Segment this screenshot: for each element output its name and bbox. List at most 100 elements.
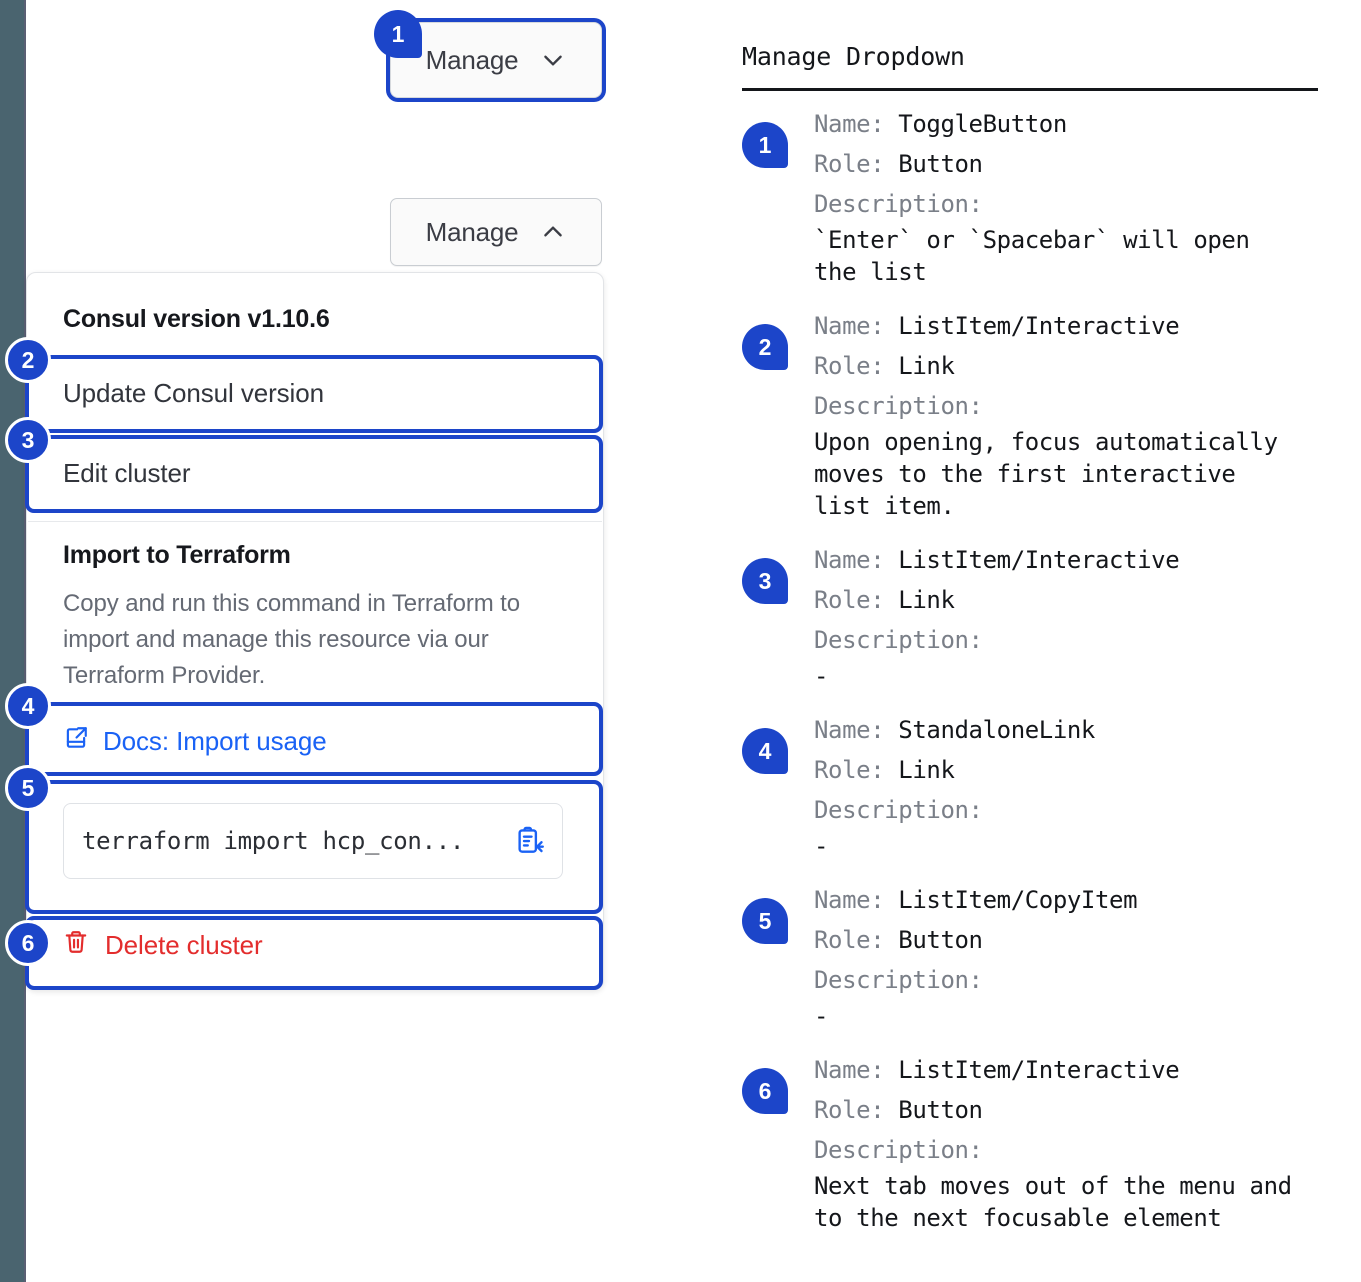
legend-badge-wrap: 3 xyxy=(742,540,814,604)
menu-item-update-consul-version[interactable]: Update Consul version xyxy=(63,378,324,408)
chevron-up-icon xyxy=(540,219,566,245)
legend-description-value: - xyxy=(814,1002,829,1030)
import-to-terraform-description: Copy and run this command in Terraform t… xyxy=(63,590,520,689)
legend-role-label-row: Role: Link xyxy=(814,346,1342,386)
docs-import-usage-label: Docs: Import usage xyxy=(103,726,327,756)
legend-name-label-row: Name: ListItem/Interactive xyxy=(814,1050,1342,1090)
legend-divider xyxy=(742,88,1318,91)
legend-name-label-row: Name: ListItem/CopyItem xyxy=(814,880,1342,920)
legend-role-label-row: Role: Link xyxy=(814,580,1342,620)
legend-name-label: Name: xyxy=(814,1056,899,1084)
legend-description-label: Description: xyxy=(814,392,983,420)
legend-role-label: Role: xyxy=(814,150,899,178)
legend-badge-wrap: 1 xyxy=(742,104,814,168)
legend-name-label-row: Name: ToggleButton xyxy=(814,104,1342,144)
legend-description-value: `Enter` or `Spacebar` will open the list xyxy=(814,226,1250,286)
legend-role-label: Role: xyxy=(814,926,899,954)
manage-toggle-button-closed[interactable]: Manage xyxy=(390,22,602,98)
terraform-import-command-box[interactable]: terraform import hcp_con... xyxy=(63,803,563,879)
manage-toggle-label-open: Manage xyxy=(425,216,519,247)
legend-description-value: Upon opening, focus automatically moves … xyxy=(814,428,1278,520)
terraform-import-command-text: terraform import hcp_con... xyxy=(82,827,465,855)
legend-description-label: Description: xyxy=(814,1136,983,1164)
legend-role-label-row: Role: Link xyxy=(814,750,1342,790)
legend-name-value: ListItem/Interactive xyxy=(898,546,1180,574)
legend-role-label: Role: xyxy=(814,756,899,784)
legend-role-label: Role: xyxy=(814,352,899,380)
marker-badge-2: 2 xyxy=(5,337,51,383)
legend-marker-badge-6: 6 xyxy=(742,1068,788,1114)
legend-description-value: - xyxy=(814,832,829,860)
legend-name-label: Name: xyxy=(814,110,899,138)
delete-cluster-label: Delete cluster xyxy=(105,930,263,960)
legend-name-label: Name: xyxy=(814,716,899,744)
marker-badge-5: 5 xyxy=(5,765,51,811)
legend-marker-badge-3: 3 xyxy=(742,558,788,604)
legend-role-value: Link xyxy=(898,756,955,784)
legend-name-label-row: Name: StandaloneLink xyxy=(814,710,1342,750)
marker-badge-1: 1 xyxy=(374,10,422,58)
legend-badge-wrap: 4 xyxy=(742,710,814,774)
legend-role-label-row: Role: Button xyxy=(814,920,1342,960)
manage-dropdown-panel: Consul version v1.10.6 Update Consul ver… xyxy=(26,272,604,990)
dropdown-demo-column: Manage Manage Consul version v1.10.6 Upd… xyxy=(0,0,660,1282)
marker-badge-3: 3 xyxy=(5,417,51,463)
legend-title: Manage Dropdown xyxy=(742,42,965,71)
legend-name-label: Name: xyxy=(814,312,899,340)
menu-item-delete-cluster[interactable]: Delete cluster xyxy=(63,928,263,963)
legend-description-label: Description: xyxy=(814,796,983,824)
menu-divider xyxy=(28,521,602,522)
legend-role-label-row: Role: Button xyxy=(814,144,1342,184)
manage-toggle-label: Manage xyxy=(425,44,519,75)
legend-name-value: ListItem/CopyItem xyxy=(898,886,1138,914)
legend-name-label: Name: xyxy=(814,546,899,574)
legend-badge-wrap: 5 xyxy=(742,880,814,944)
legend-description-label: Description: xyxy=(814,966,983,994)
legend-name-value: ToggleButton xyxy=(898,110,1067,138)
legend-role-value: Link xyxy=(898,586,955,614)
legend-marker-badge-4: 4 xyxy=(742,728,788,774)
legend-description-value: Next tab moves out of the menu and to th… xyxy=(814,1172,1292,1232)
marker-badge-4: 4 xyxy=(5,683,51,729)
legend-name-value: ListItem/Interactive xyxy=(898,312,1180,340)
external-link-icon xyxy=(63,725,89,758)
legend-description-label: Description: xyxy=(814,190,983,218)
legend-description-value: - xyxy=(814,662,829,690)
menu-item-edit-cluster[interactable]: Edit cluster xyxy=(63,458,191,488)
marker-badge-6: 6 xyxy=(5,920,51,966)
legend-role-value: Button xyxy=(898,926,983,954)
docs-import-usage-link[interactable]: Docs: Import usage xyxy=(63,725,327,758)
legend-marker-badge-5: 5 xyxy=(742,898,788,944)
consul-version-header: Consul version v1.10.6 xyxy=(63,305,330,333)
legend-description-label: Description: xyxy=(814,626,983,654)
import-to-terraform-title: Import to Terraform xyxy=(63,541,291,569)
clipboard-copy-icon[interactable] xyxy=(514,826,544,856)
manage-toggle-button-open[interactable]: Manage xyxy=(390,198,602,266)
legend-marker-badge-2: 2 xyxy=(742,324,788,370)
legend-name-label-row: Name: ListItem/Interactive xyxy=(814,306,1342,346)
legend-role-label: Role: xyxy=(814,1096,899,1124)
legend-name-label-row: Name: ListItem/Interactive xyxy=(814,540,1342,580)
legend-badge-wrap: 6 xyxy=(742,1050,814,1114)
legend-role-label: Role: xyxy=(814,586,899,614)
trash-icon xyxy=(63,928,89,963)
legend-name-label: Name: xyxy=(814,886,899,914)
legend-role-label-row: Role: Button xyxy=(814,1090,1342,1130)
legend-name-value: ListItem/Interactive xyxy=(898,1056,1180,1084)
legend-marker-badge-1: 1 xyxy=(742,122,788,168)
legend-role-value: Button xyxy=(898,150,983,178)
